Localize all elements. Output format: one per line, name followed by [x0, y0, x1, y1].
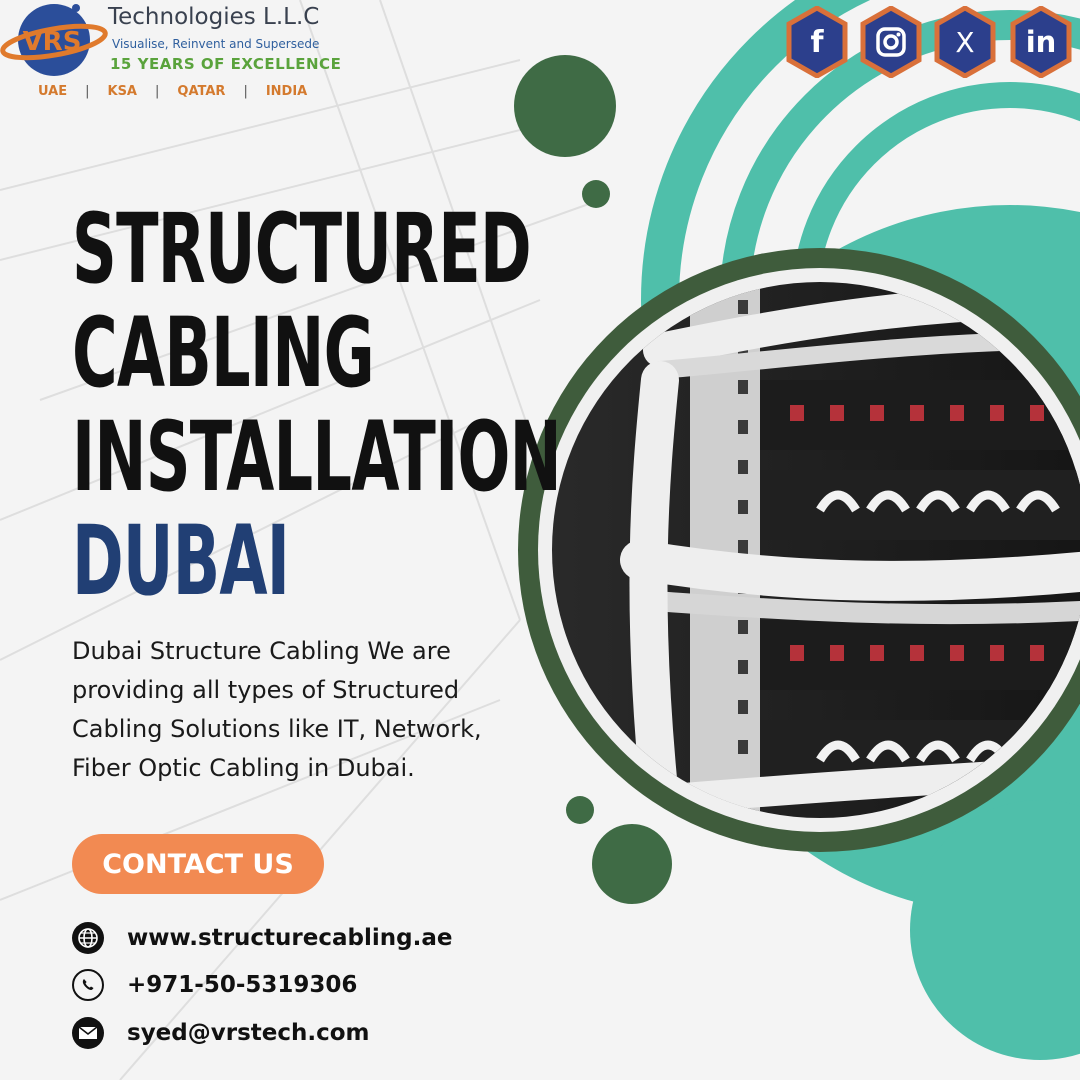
description-text: Dubai Structure Cabling We are providing… [72, 637, 482, 782]
headline-line-3: INSTALLATION [72, 401, 562, 513]
headline-line-1: STRUCTURED [72, 193, 532, 305]
region-uae: UAE [38, 84, 68, 99]
region-india: INDIA [265, 84, 308, 99]
phone-row[interactable]: +971-50-5319306 [72, 968, 357, 1002]
hexagon-badge [786, 6, 848, 78]
linkedin-link[interactable]: in [1010, 6, 1072, 78]
phone-number[interactable]: +971-50-5319306 [127, 972, 358, 998]
region-separator: | [85, 84, 90, 99]
website-link[interactable]: www.structurecabling.ae [127, 925, 453, 951]
facebook-icon: f [810, 24, 824, 60]
vrs-globe-icon: VRS [0, 4, 108, 76]
whatsapp-icon [72, 969, 104, 1001]
headline-city: DUBAI [72, 505, 290, 617]
globe-icon [72, 922, 104, 954]
contact-us-button[interactable]: CONTACT US [72, 834, 324, 894]
x-icon: X [955, 25, 975, 59]
brand-years: 15 YEARS OF EXCELLENCE [110, 55, 342, 73]
envelope-icon [72, 1017, 104, 1049]
x-link[interactable]: X [934, 6, 996, 78]
region-qatar: QATAR [177, 84, 226, 99]
headline: STRUCTURED CABLING INSTALLATION DUBAI [72, 193, 562, 617]
facebook-link[interactable]: f [786, 6, 848, 78]
headline-line-2: CABLING [72, 297, 375, 409]
region-separator: | [155, 84, 160, 99]
brand-logo: VRS Technologies L.L.C Visualise, Reinve… [0, 0, 360, 110]
instagram-glyph [860, 6, 922, 78]
linkedin-icon: in [1025, 25, 1057, 59]
brand-title: Technologies L.L.C [108, 4, 320, 30]
region-separator: | [243, 84, 248, 99]
hexagon-badge [934, 6, 996, 78]
email-row[interactable]: syed@vrstech.com [72, 1016, 370, 1050]
logo-text: VRS [23, 27, 82, 57]
email-address[interactable]: syed@vrstech.com [127, 1020, 370, 1046]
website-row[interactable]: www.structurecabling.ae [72, 921, 452, 955]
brand-tagline: Visualise, Reinvent and Supersede [112, 37, 320, 51]
instagram-icon [860, 6, 922, 78]
region-ksa: KSA [107, 84, 138, 99]
region-list: UAE | KSA | QATAR | INDIA [38, 84, 307, 99]
instagram-link[interactable] [860, 6, 922, 78]
hexagon-badge [1010, 6, 1072, 78]
